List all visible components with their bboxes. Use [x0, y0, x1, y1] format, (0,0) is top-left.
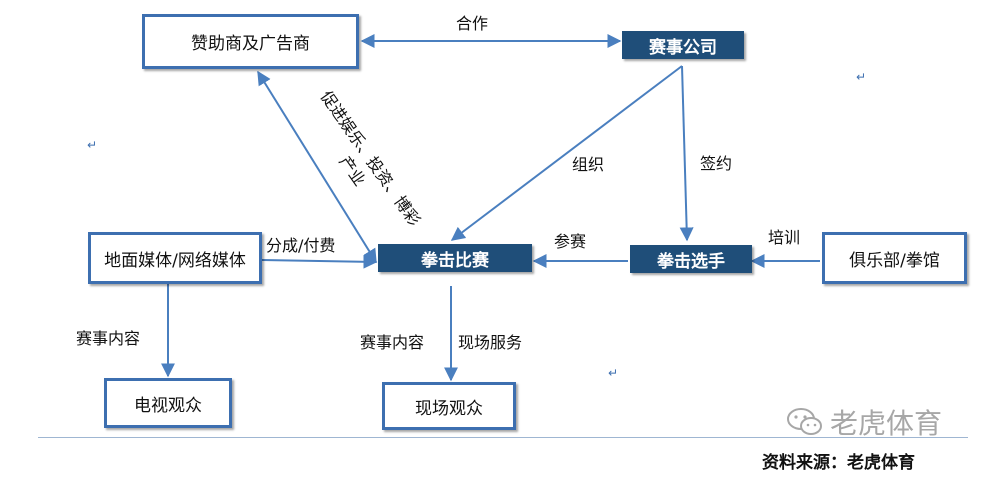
arrow-sponsor-boxing-match — [257, 70, 377, 264]
arrow-event-company-boxing-match — [450, 65, 683, 241]
label-sign: 签约 — [700, 154, 733, 173]
label-media-content: 赛事内容 — [76, 329, 141, 348]
watermark-text: 老虎体育 — [830, 407, 943, 440]
boxer-node: 拳击选手 — [630, 245, 752, 273]
watermark: 老虎体育 — [786, 402, 942, 442]
label-organize: 组织 — [572, 155, 605, 174]
tv-audience-node: 电视观众 — [104, 378, 232, 428]
source-caption: 资料来源：老虎体育 — [762, 453, 915, 473]
label-onsite-service: 现场服务 — [458, 333, 523, 352]
club-node: 俱乐部/拳馆 — [822, 232, 967, 284]
label-match-content: 赛事内容 — [360, 333, 425, 352]
paragraph-mark-1: ↵ — [87, 138, 98, 152]
sponsor-node: 赞助商及广告商 — [142, 14, 359, 69]
label-train: 培训 — [768, 228, 801, 247]
chat-bubble-icon — [786, 406, 824, 438]
event-company-node: 赛事公司 — [622, 31, 744, 59]
arrow-media-boxing-match — [261, 254, 378, 269]
paragraph-mark-3: ↵ — [608, 366, 619, 380]
label-participate: 参赛 — [554, 232, 587, 251]
label-cooperation: 合作 — [456, 14, 489, 33]
label-revenue-share: 分成/付费 — [266, 236, 336, 255]
live-audience-node: 现场观众 — [382, 382, 516, 430]
divider-line — [38, 437, 968, 438]
boxing-match-node: 拳击比赛 — [378, 244, 532, 272]
media-node: 地面媒体/网络媒体 — [88, 232, 262, 284]
arrow-event-company-boxer — [679, 65, 694, 242]
paragraph-mark-2: ↵ — [856, 70, 867, 84]
